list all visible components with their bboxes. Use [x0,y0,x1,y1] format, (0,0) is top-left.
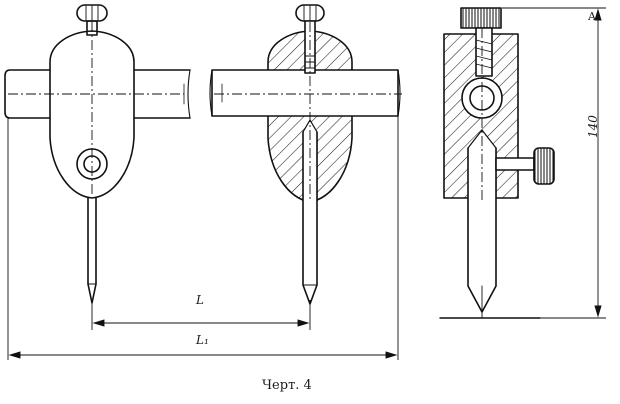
dimension-l1-label: L₁ [196,333,209,347]
section-mark-a: A [588,10,596,23]
dimension-height-label: 140 [586,115,600,138]
left-view [4,4,191,304]
right-side-screw [533,147,555,185]
left-needle [87,197,97,304]
right-knob [460,7,502,29]
right-view [439,7,555,319]
left-rod [4,69,51,119]
middle-rod [211,69,399,117]
figure-caption: Черт. 4 [262,378,312,393]
dimension-l-label: L [196,293,204,307]
middle-view [209,4,401,305]
left-body [49,30,135,199]
